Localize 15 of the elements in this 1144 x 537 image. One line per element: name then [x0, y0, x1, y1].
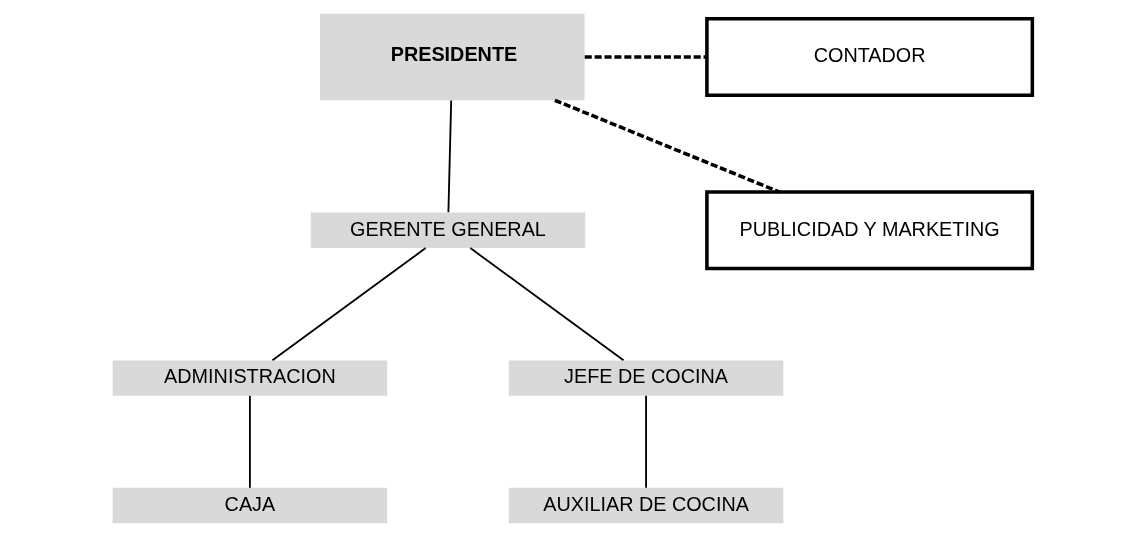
node-box: PUBLICIDAD Y MARKETING [704, 190, 1034, 271]
node-box: CAJA [112, 487, 387, 524]
node-box: ADMINISTRACION [112, 360, 387, 396]
connector [584, 55, 707, 59]
node-box: JEFE DE COCINA [508, 360, 783, 396]
node-box: AUXILIAR DE COCINA [508, 487, 783, 524]
connector [644, 394, 647, 489]
connector [446, 99, 452, 214]
node-box: PRESIDENTE [319, 13, 585, 101]
connector [553, 98, 780, 194]
node-box: CONTADOR [704, 17, 1034, 97]
connector [468, 247, 624, 362]
connector [248, 394, 251, 489]
connector [271, 247, 427, 362]
node-box: GERENTE GENERAL [310, 212, 585, 248]
